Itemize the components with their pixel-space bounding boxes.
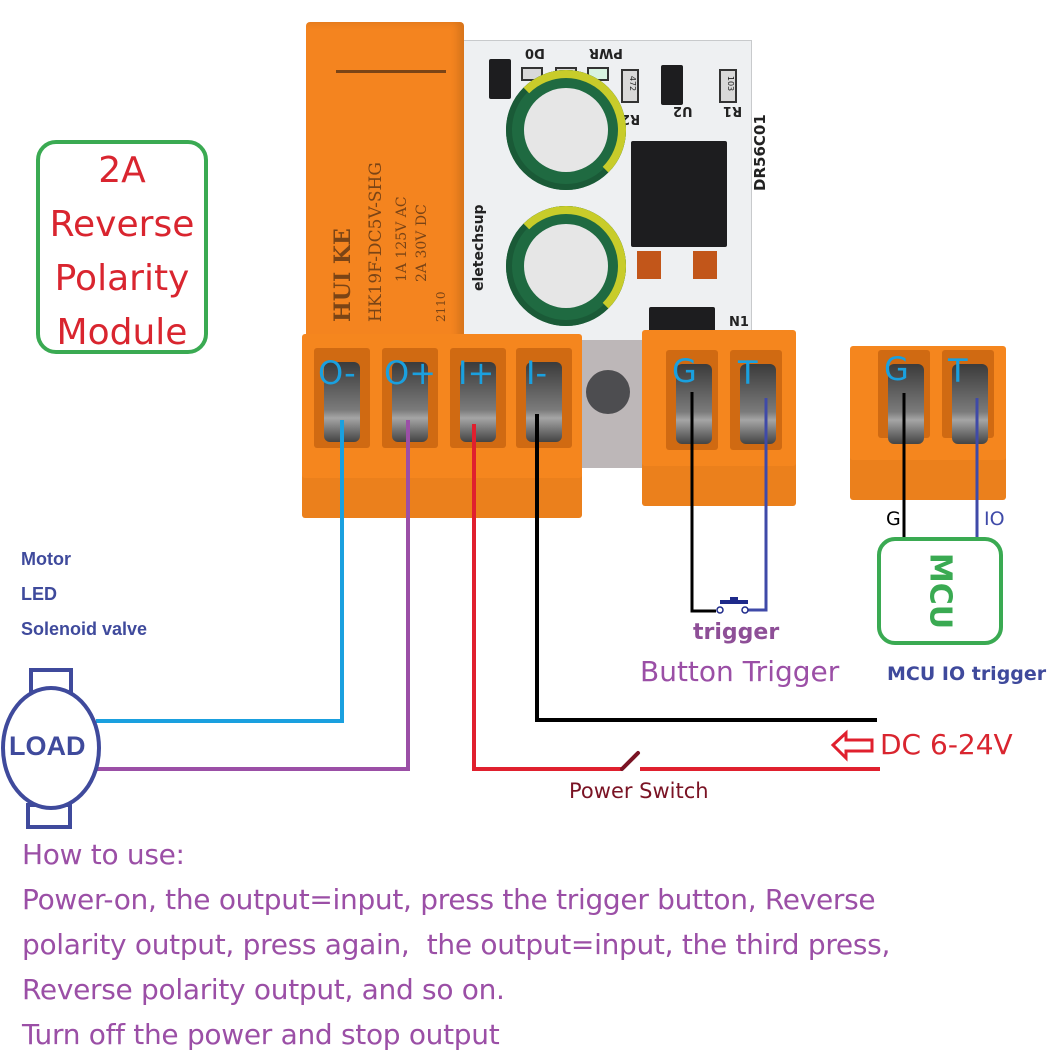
- title-line-module: Module: [56, 312, 188, 353]
- load-label: LOAD: [9, 731, 86, 761]
- wire-o-plus: [96, 420, 410, 771]
- screw: [676, 364, 712, 444]
- how-to-use-line: Power-on, the output=input, press the tr…: [22, 883, 876, 916]
- screw: [740, 364, 776, 444]
- pad-left: [637, 251, 661, 279]
- button-trigger-label: Button Trigger: [640, 655, 840, 688]
- screw: [526, 362, 562, 442]
- terminal-slot-i-plus[interactable]: [450, 348, 506, 448]
- dc-input-arrow-icon: [830, 729, 874, 762]
- terminal-slot-i-minus[interactable]: [516, 348, 572, 448]
- wire-trigger-g: [690, 392, 716, 613]
- power-switch-lever: [620, 751, 640, 771]
- how-to-use-line: polarity output, press again, the output…: [22, 928, 891, 961]
- terminal-label-trigger-t: T: [738, 354, 758, 392]
- mcu-io-trigger-label: MCU IO trigger: [887, 663, 1047, 685]
- module-title-box: 2A Reverse Polarity Module: [36, 140, 208, 354]
- power-switch-label: Power Switch: [569, 779, 709, 803]
- label-n1: N1: [729, 315, 749, 330]
- title-line-polarity: Polarity: [54, 258, 190, 299]
- wire-trigger-t: [745, 398, 768, 612]
- load-type-led: LED: [21, 584, 57, 604]
- mcu-terminal-block: G T: [850, 346, 1006, 500]
- capacitor-1: [506, 70, 626, 190]
- dc-input-label: DC 6-24V: [880, 728, 1013, 761]
- mcu-box: MCU: [877, 537, 1003, 645]
- how-to-use-line: Reverse polarity output, and so on.: [22, 973, 505, 1006]
- title-line-reverse: Reverse: [49, 204, 195, 245]
- mcu-wire-g-label: G: [886, 508, 901, 530]
- push-button-contact: [716, 606, 724, 614]
- diode-chip: [489, 59, 511, 99]
- trigger-small-label: trigger: [693, 620, 780, 645]
- terminal-label-trigger-g: G: [672, 352, 697, 390]
- pad-right: [693, 251, 717, 279]
- capacitor-2: [506, 206, 626, 326]
- terminal-slot-trigger-t[interactable]: [730, 350, 782, 450]
- wire-o-minus: [96, 420, 344, 723]
- load-type-solenoid: Solenoid valve: [21, 619, 148, 639]
- terminal-label-i-minus: I-: [526, 354, 547, 392]
- title-line-rating: 2A: [98, 150, 146, 191]
- capacitor-stripe: [506, 70, 626, 190]
- mcu-box-label: MCU: [922, 552, 958, 630]
- trigger-terminal-block: G T: [642, 330, 796, 506]
- mounting-hole: [586, 370, 630, 414]
- load-icon: [1, 686, 101, 810]
- resistor-r1: 103: [719, 69, 737, 103]
- ic-u2: [661, 65, 683, 105]
- terminal-slot-mcu-t[interactable]: [942, 350, 994, 444]
- terminal-label-i-plus: I+: [458, 354, 495, 392]
- screw: [888, 364, 924, 444]
- relay: HUI KE HK19F-DC5V-SHG 1A 125V AC 2A 30V …: [306, 22, 464, 342]
- terminal-label-mcu-g: G: [884, 350, 909, 388]
- terminal-label-o-minus: O-: [318, 354, 356, 392]
- relay-bar: [336, 70, 446, 73]
- capacitor-top: [524, 88, 608, 172]
- mcu-wire-io-label: IO: [984, 508, 1005, 530]
- wire-i-minus: [535, 414, 877, 722]
- push-button-cap: [730, 597, 738, 602]
- screw: [952, 364, 988, 444]
- push-button-contact: [741, 606, 749, 614]
- how-to-use-heading: How to use:: [22, 838, 185, 871]
- load-type-motor: Motor: [21, 549, 71, 569]
- resistor-r2: 472: [621, 69, 639, 103]
- terminal-label-o-plus: O+: [384, 354, 436, 392]
- wire-i-plus: [472, 424, 622, 771]
- how-to-use-line: Turn off the power and stop output: [22, 1018, 500, 1051]
- capacitor-stripe: [506, 206, 626, 326]
- capacitor-top: [524, 224, 608, 308]
- mosfet: [631, 141, 727, 247]
- how-to-use-section: How to use: Power-on, the output=input, …: [22, 832, 1042, 1057]
- terminal-label-mcu-t: T: [948, 352, 968, 390]
- screw: [460, 362, 496, 442]
- main-terminal-block: O- O+ I+ I-: [302, 334, 582, 518]
